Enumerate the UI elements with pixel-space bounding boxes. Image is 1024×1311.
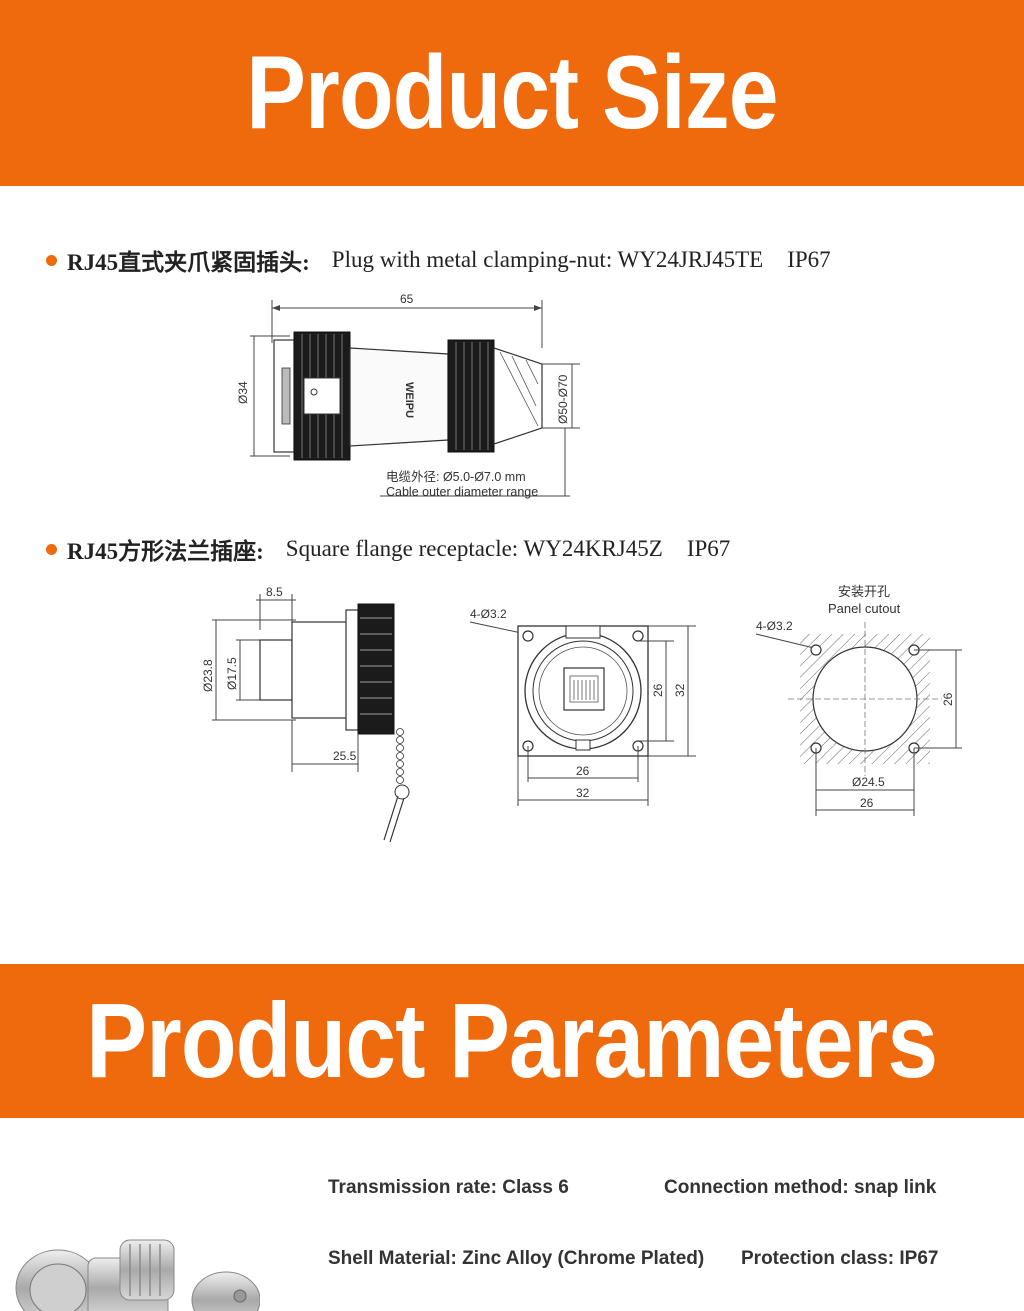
receptacle-front-drawing: 4-Ø3.2 26 32 26 32	[469, 607, 696, 806]
param-connection: Connection method: snap link	[664, 1177, 937, 1198]
cutout-title-en: Panel cutout	[828, 601, 901, 616]
panel-cutout-drawing: 安装开孔 Panel cutout 4-Ø3.2 26 Ø24.5 26	[755, 584, 962, 816]
param-shell: Shell Material: Zinc Alloy (Chrome Plate…	[328, 1248, 705, 1269]
side-dim-top: 8.5	[266, 585, 283, 599]
front-dim-inner-h: 26	[651, 683, 665, 697]
plug-heading-ip: IP67	[787, 247, 831, 272]
plug-dim-length: 65	[400, 292, 414, 306]
plug-dim-nut: Ø50-Ø70	[556, 374, 570, 424]
product-size-title: Product Size	[246, 34, 778, 151]
receptacle-heading-cn: RJ45方形法兰插座:	[67, 539, 264, 564]
param-protection: Protection class: IP67	[741, 1248, 939, 1269]
side-dim-outer: Ø23.8	[201, 659, 215, 692]
connector-product-photo	[15, 1239, 260, 1311]
receptacle-heading-en: Square flange receptacle: WY24KRJ45Z	[285, 536, 663, 561]
plug-heading-cn: RJ45直式夹爪紧固插头:	[67, 250, 310, 275]
side-dim-length: 25.5	[333, 749, 357, 763]
cutout-dim-holes: 4-Ø3.2	[756, 619, 793, 633]
product-size-banner: Product Size	[0, 0, 1024, 186]
plug-dimension-drawing: 65 Ø34 WEIPU Ø50-Ø70 电缆外径: Ø5.0-Ø7.0 mm …	[236, 292, 580, 499]
plug-cable-en: Cable outer diameter range	[386, 485, 538, 499]
plug-heading-en: Plug with metal clamping-nut: WY24JRJ45T…	[331, 247, 764, 272]
cutout-dim-dia: Ø24.5	[852, 775, 885, 789]
param-transmission: Transmission rate: Class 6	[328, 1177, 569, 1198]
bullet-icon	[46, 254, 57, 266]
cutout-title-cn: 安装开孔	[838, 584, 890, 599]
front-dim-outer-w: 32	[576, 786, 590, 800]
front-dim-outer-h: 32	[673, 683, 687, 697]
receptacle-heading-ip: IP67	[686, 536, 731, 561]
front-dim-holes: 4-Ø3.2	[470, 607, 507, 621]
side-dim-inner: Ø17.5	[225, 657, 239, 690]
plug-heading: RJ45直式夹爪紧固插头: Plug with metal clamping-n…	[46, 243, 831, 277]
plug-brand: WEIPU	[403, 382, 415, 418]
receptacle-heading: RJ45方形法兰插座: Square flange receptacle: WY…	[46, 532, 730, 566]
cutout-dim-w: 26	[860, 796, 874, 810]
cutout-dim-h: 26	[941, 692, 955, 706]
product-parameters-title: Product Parameters	[86, 981, 939, 1100]
product-parameters-banner: Product Parameters	[0, 964, 1024, 1118]
plug-dim-body: Ø34	[236, 381, 250, 404]
bullet-icon	[46, 543, 57, 555]
plug-cable-cn: 电缆外径: Ø5.0-Ø7.0 mm	[386, 470, 526, 484]
front-dim-inner-w: 26	[576, 764, 590, 778]
receptacle-side-drawing: 8.5 Ø23.8 Ø17.5 25.5	[201, 585, 410, 843]
